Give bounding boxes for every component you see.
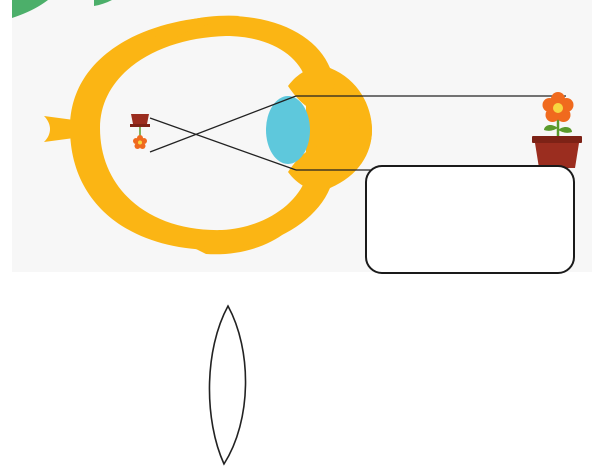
pot-body: [535, 143, 579, 168]
inverted-pot: [131, 114, 149, 124]
answer-box[interactable]: [366, 166, 574, 273]
pot-rim: [532, 136, 582, 143]
crystalline-lens: [266, 96, 310, 164]
inverted-pot-rim: [130, 124, 150, 127]
answer-box-frame[interactable]: [366, 166, 574, 273]
biconvex-lens-icon: [209, 306, 245, 464]
